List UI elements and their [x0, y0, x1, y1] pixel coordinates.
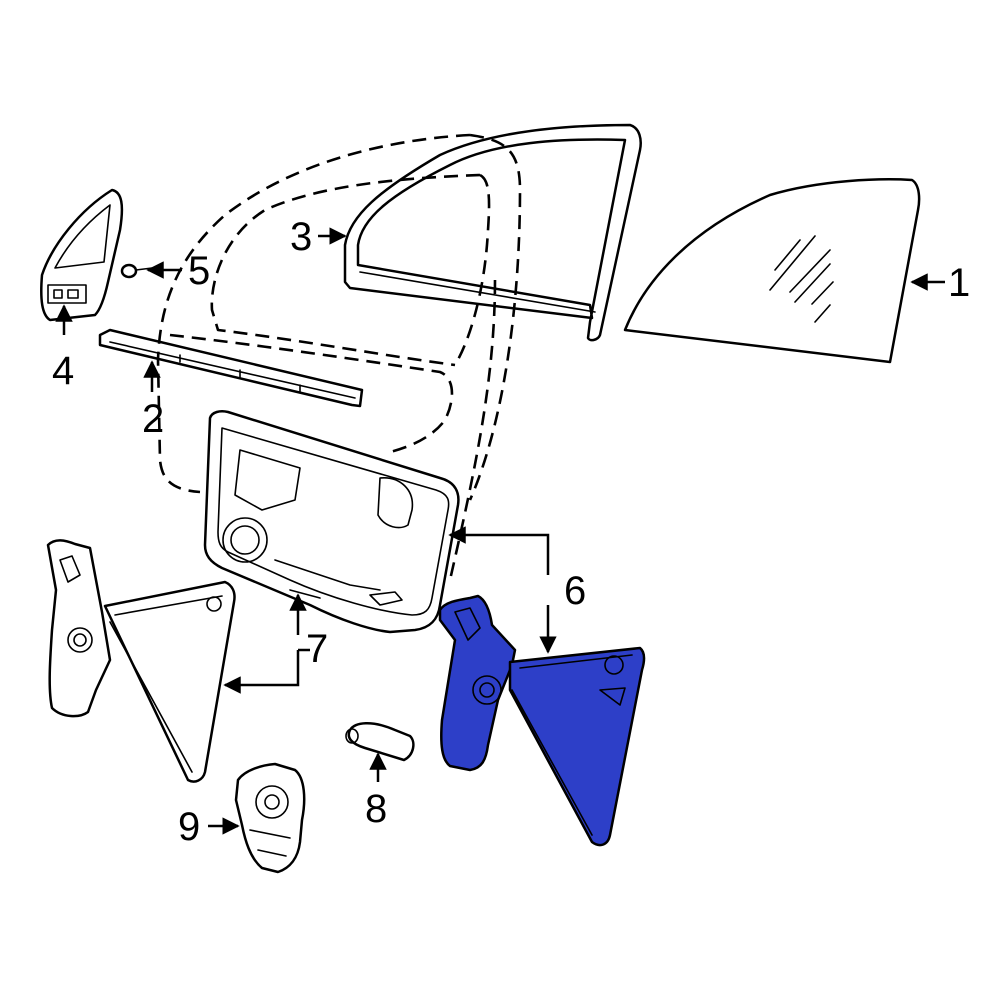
callout-9: 9: [178, 805, 200, 849]
screw-part: [120, 263, 153, 279]
callout-7: 7: [306, 627, 328, 671]
window-motor-part: [234, 762, 306, 874]
callout-2: 2: [142, 397, 164, 441]
door-module-carrier: [203, 410, 460, 634]
callout-1: 1: [948, 261, 970, 305]
switch-part: [345, 722, 415, 762]
callout-4: 4: [52, 349, 74, 393]
regulator-rail-panel: [508, 646, 646, 847]
glass-run-channel-part: [343, 123, 642, 342]
door-glass-part: [623, 178, 921, 364]
window-regulator-part: [46, 539, 236, 783]
window-regulator-highlighted: [438, 594, 646, 847]
callout-3: 3: [290, 215, 312, 259]
callout-5: 5: [188, 249, 210, 293]
belt-molding-part: [98, 328, 364, 408]
callout-6: 6: [564, 569, 586, 613]
door-shell-outline: [156, 133, 522, 581]
regulator-motor-bracket: [438, 594, 517, 772]
leader-lines: [55, 227, 945, 835]
mirror-patch-part: [40, 188, 124, 322]
callout-8: 8: [365, 787, 387, 831]
